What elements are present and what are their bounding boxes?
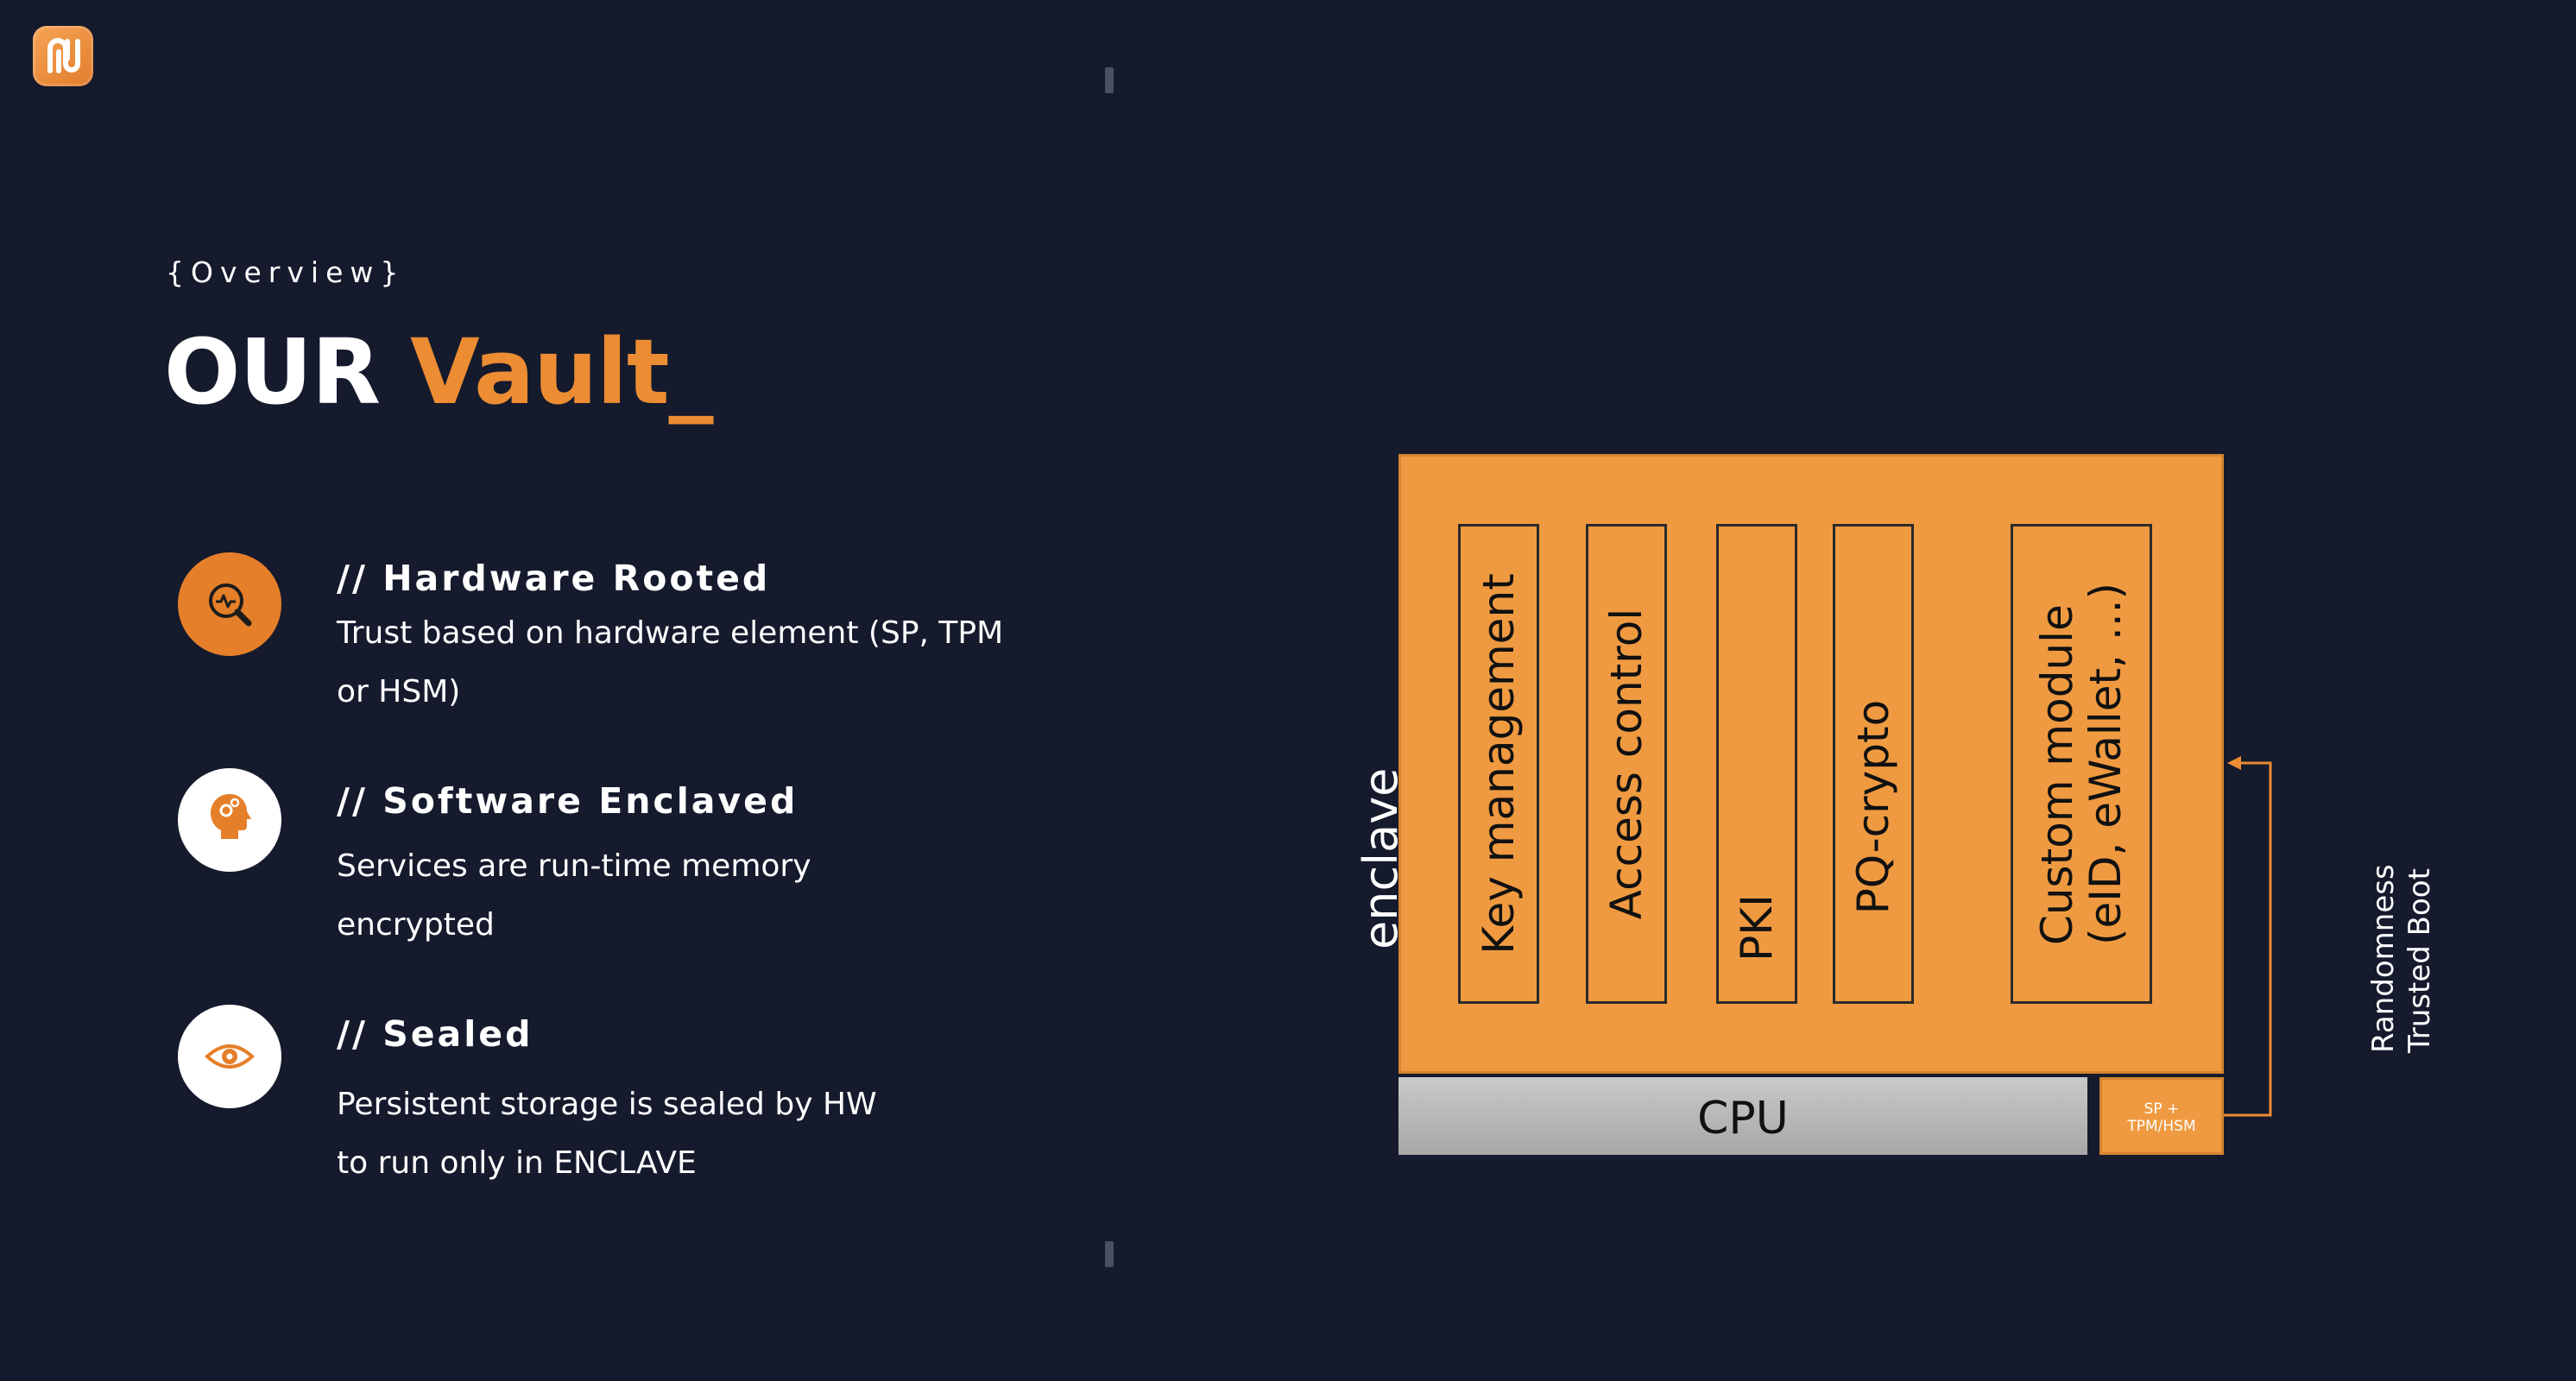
feature-description: Services are run-time memory encrypted <box>337 848 811 943</box>
feature-title: // Software Enclaved <box>337 780 799 822</box>
feature-description: Trust based on hardware element (SP, TPM… <box>337 615 1004 709</box>
search-analytics-icon <box>178 552 281 656</box>
section-kicker: {Overview} <box>166 255 406 289</box>
sp-label-line: SP + <box>2144 1100 2180 1118</box>
side-label-trusted-boot: Trusted Boot <box>2402 868 2437 1053</box>
module-custom: Custom module (eID, eWallet, ...) <box>2011 524 2152 1004</box>
page-title: OUR Vault_ <box>164 319 714 425</box>
module-key-management: Key management <box>1458 524 1539 1004</box>
title-accent: Vault_ <box>410 319 713 425</box>
scrubber-bottom-marker <box>1105 1241 1114 1267</box>
cpu-bar: CPU <box>1398 1077 2087 1155</box>
enclave-box: Key management Access control PKI PQ-cry… <box>1398 454 2224 1074</box>
head-gear-icon <box>178 768 281 872</box>
feature-description: Persistent storage is sealed by HW to ru… <box>337 1087 877 1181</box>
eye-icon <box>178 1005 281 1108</box>
brand-logo-icon <box>33 26 93 86</box>
side-labels: Randomness Trusted Boot <box>2365 864 2438 1053</box>
side-label-randomness: Randomness <box>2366 864 2401 1053</box>
module-pq-crypto: PQ-crypto <box>1833 524 1914 1004</box>
scrubber-top-marker <box>1105 67 1114 93</box>
module-access-control: Access control <box>1586 524 1667 1004</box>
title-prefix: OUR <box>164 319 411 425</box>
module-pki: PKI <box>1716 524 1797 1004</box>
feature-title: // Hardware Rooted <box>337 558 771 599</box>
sp-tpm-hsm-box: SP + TPM/HSM <box>2099 1077 2224 1155</box>
arrow-head-icon <box>2227 756 2241 770</box>
sp-label-line: TPM/HSM <box>2127 1118 2196 1135</box>
feature-title: // Sealed <box>337 1013 534 1055</box>
